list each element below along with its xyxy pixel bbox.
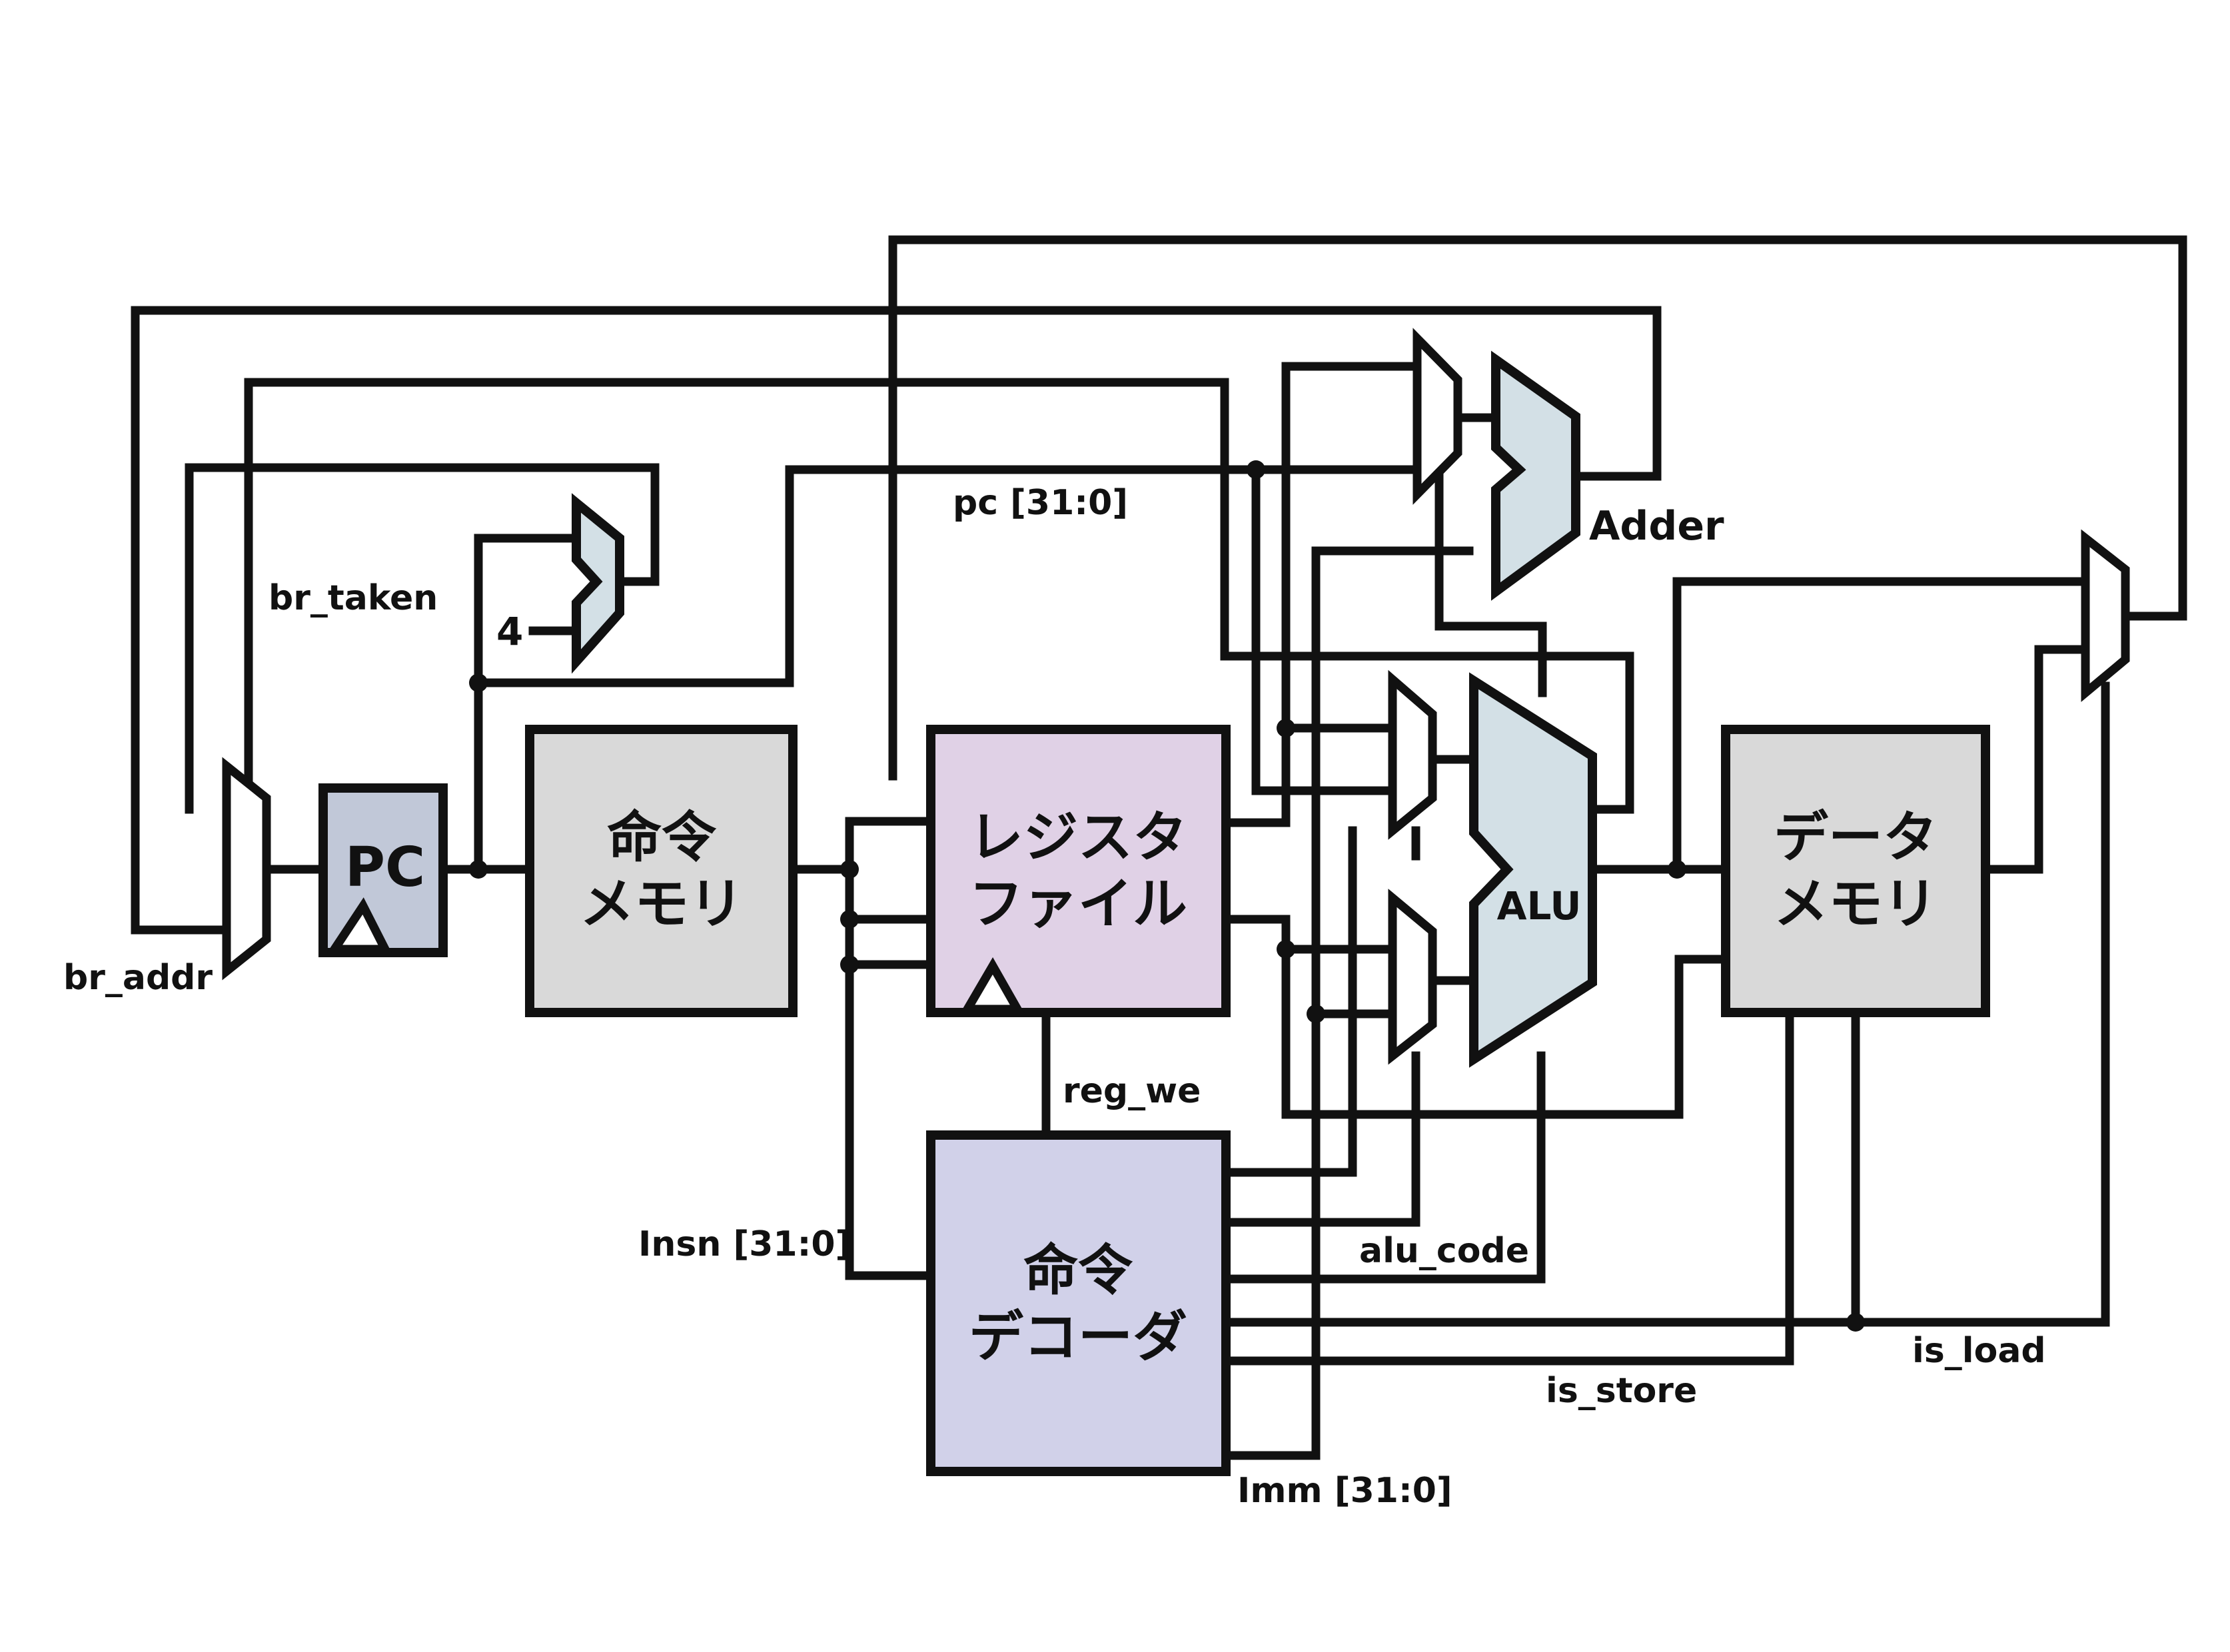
wire-imm-main [1221,546,1474,1460]
junction-dot [469,673,488,692]
wire-adder-to-alu [1434,428,1547,697]
branch-adder [1491,350,1580,601]
wire-dec-sel-a [1221,826,1357,1177]
signal-is-store: is_store [1546,1371,1697,1411]
wire-is-load [1221,681,2110,1327]
pc-select-mux [222,757,271,981]
junction-dot [1307,1005,1325,1023]
const-four-label: 4 [496,609,523,654]
junction-dot [840,860,859,879]
junction-dot [1668,860,1686,879]
junction-dot [840,910,859,929]
alu-src-mux-b [1388,889,1437,1065]
junction-dot [1846,1313,1865,1332]
instruction-memory [525,725,798,1017]
alu-src-mux-a [1388,669,1437,840]
junction-dots [469,460,1865,1332]
junction-dot [840,955,859,974]
writeback-mux [2081,529,2130,702]
register-file [926,725,1231,1017]
imem-label-line1: 命令 [607,806,717,869]
dmem-label-line2: メモリ [1774,873,1938,936]
dmem-label-line1: データ [1774,806,1938,869]
signal-imm: Imm [31:0] [1237,1471,1452,1511]
regfile-label-line1: レジスタ [969,806,1187,869]
wire-pc-tap [474,534,584,874]
junction-dot [1277,719,1295,737]
pc-plus-4-adder [572,493,624,674]
signal-pc: pc [31:0] [953,483,1128,523]
signal-is-load: is_load [1912,1331,2046,1371]
wire-insn-bus [845,817,935,1280]
adder-label: Adder [1589,503,1724,550]
signal-alu-code: alu_code [1359,1231,1529,1271]
wire-rf-read1 [1221,362,1422,827]
data-memory [1721,725,1990,1017]
regfile-clock-icon [959,957,1025,1014]
wire-dmem-out [1981,645,2090,874]
pc-label: PC [345,836,425,899]
signal-insn: Insn [31:0] [638,1224,851,1264]
junction-dot [1277,940,1295,959]
imem-label-line2: メモリ [580,873,744,936]
wire-alu-result-up [1672,577,2090,874]
pc-clock-icon [326,897,392,954]
regfile-label-line2: ファイル [969,873,1187,936]
wire-is-store [1221,1009,1794,1366]
signal-br-addr: br_addr [63,958,213,998]
decoder-label-line2: デコーダ [969,1306,1187,1369]
wires [131,235,2187,1460]
junction-dot [469,860,488,879]
multiplexers [222,328,2130,1065]
signal-reg-we: reg_we [1063,1071,1201,1111]
wire-pc-plus-4 [185,463,660,814]
wire-pc-bus [474,465,1422,687]
wire-feedback-long [244,378,1634,814]
wire-writeback-loop [888,235,2187,781]
alu-shape [1469,672,1597,1068]
decoder-label-line1: 命令 [1023,1239,1133,1302]
top-operand-mux [1412,328,1462,505]
wire-dec-sel-b [1221,1051,1420,1227]
instruction-decoder [926,1130,1231,1476]
alu-label: ALU [1497,883,1582,929]
wire-rf-read2 [1221,915,1724,1119]
signal-br-taken: br_taken [269,578,438,618]
wire-pc-tap-alu [1251,465,1397,795]
junction-dot [1247,460,1265,479]
wire-alu-code [1221,1051,1546,1284]
